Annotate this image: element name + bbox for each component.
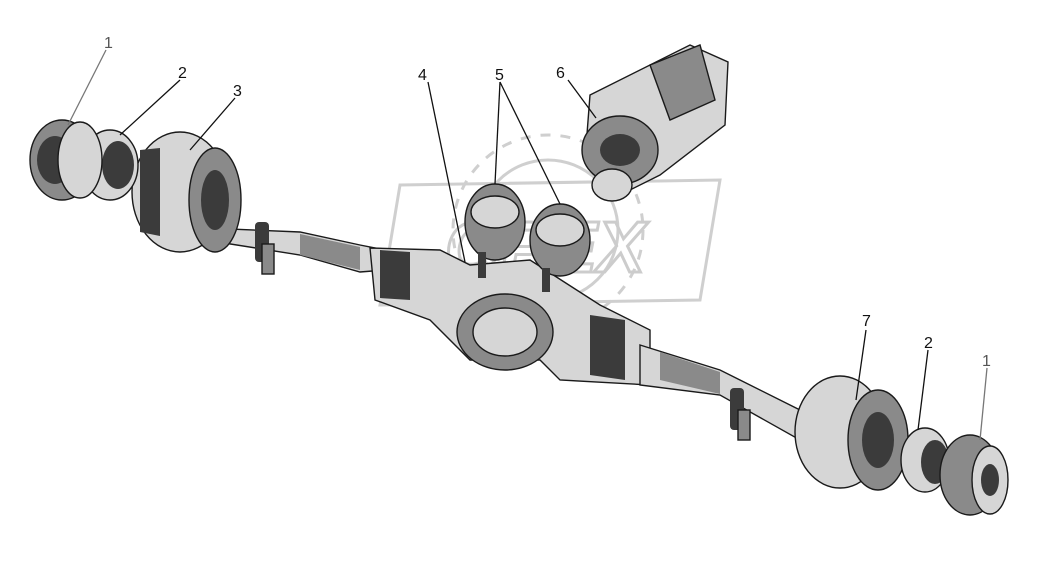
right-wheel-hub (939, 434, 1009, 516)
left-wheel-hub (29, 119, 103, 201)
label-left-drum: 3 (233, 83, 242, 100)
label-right-bearing: 2 (924, 335, 933, 352)
label-right-hub: 1 (982, 353, 991, 370)
label-left-bearing: 2 (178, 65, 187, 82)
right-axle-shaft (639, 344, 831, 446)
final-drive-unit (581, 44, 729, 202)
right-brake-drum (794, 375, 909, 491)
axle-housing (369, 247, 651, 386)
left-axle-shaft (204, 222, 386, 275)
brake-air-chambers (464, 183, 591, 292)
callout-leaders (67, 49, 988, 441)
label-air-chambers: 5 (495, 67, 504, 84)
callout-labels: 1 2 3 4 5 6 7 2 1 (104, 35, 991, 370)
label-axle-beam: 4 (418, 67, 427, 84)
label-right-drum: 7 (862, 313, 871, 330)
left-brake-drum (131, 131, 242, 253)
label-final-drive: 6 (556, 65, 565, 82)
label-left-hub: 1 (104, 35, 113, 52)
